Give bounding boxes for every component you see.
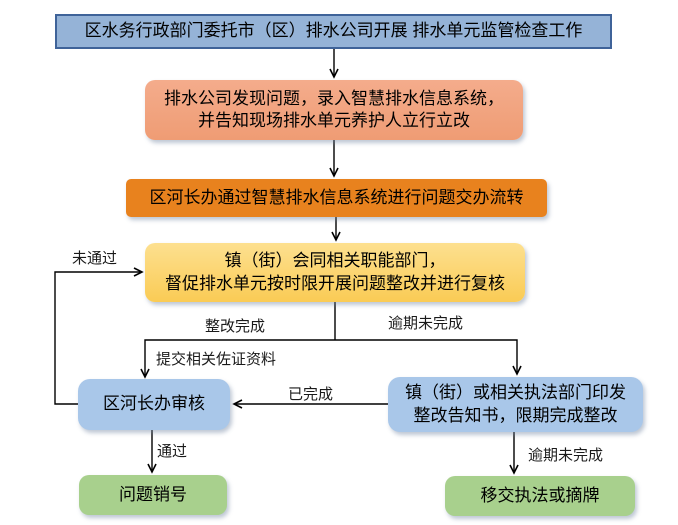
node-town-rectify-review-line2: 督促排水单元按时限开展问题整改并进行复核 [165, 273, 505, 293]
node-company-records-issue: 排水公司发现问题，录入智慧排水信息系统， 并告知现场排水单元养护人立行立改 [145, 80, 523, 140]
node-enforcement-notice-line1: 镇（街）或相关执法部门印发 [405, 383, 626, 403]
node-river-office-dispatch-text: 区河长办通过智慧排水信息系统进行问题交办流转 [149, 187, 524, 207]
node-town-rectify-review-line1: 镇（街）会同相关职能部门， [224, 251, 446, 271]
edge-label-overdue-bottom: 逾期未完成 [528, 447, 604, 464]
edge-label-completed: 已完成 [288, 386, 334, 403]
node-transfer-enforcement: 移交执法或摘牌 [445, 476, 635, 516]
edge-label-overdue-top: 逾期未完成 [388, 315, 464, 332]
node-river-office-audit-text: 区河长办审核 [103, 394, 205, 414]
node-river-office-audit: 区河长办审核 [78, 379, 230, 430]
arrow-split-n6 [335, 339, 522, 376]
edge-label-submit-evidence: 提交相关佐证资料 [156, 351, 277, 368]
node-river-office-dispatch: 区河长办通过智慧排水信息系统进行问题交办流转 [126, 179, 547, 217]
node-issue-closed: 问题销号 [79, 475, 227, 515]
node-issue-closed-text: 问题销号 [119, 484, 187, 504]
node-inspection-task: 区水务行政部门委托市（区）排水公司开展 排水单元监管检查工作 [55, 14, 612, 49]
node-company-records-issue-line2: 并告知现场排水单元养护人立行立改 [198, 111, 470, 130]
edge-label-passed: 通过 [157, 443, 188, 460]
node-inspection-task-text: 区水务行政部门委托市（区）排水公司开展 排水单元监管检查工作 [84, 21, 583, 41]
edge-label-not-passed: 未通过 [72, 250, 118, 267]
node-transfer-enforcement-text: 移交执法或摘牌 [480, 485, 600, 505]
node-town-rectify-review: 镇（街）会同相关职能部门， 督促排水单元按时限开展问题整改并进行复核 [145, 243, 525, 302]
node-company-records-issue-line1: 排水公司发现问题，录入智慧排水信息系统， [164, 88, 504, 108]
edge-label-rectify-done: 整改完成 [205, 318, 266, 335]
node-enforcement-notice-line2: 整改告知书，限期完成整改 [413, 405, 618, 425]
node-enforcement-notice: 镇（街）或相关执法部门印发 整改告知书，限期完成整改 [388, 377, 643, 432]
